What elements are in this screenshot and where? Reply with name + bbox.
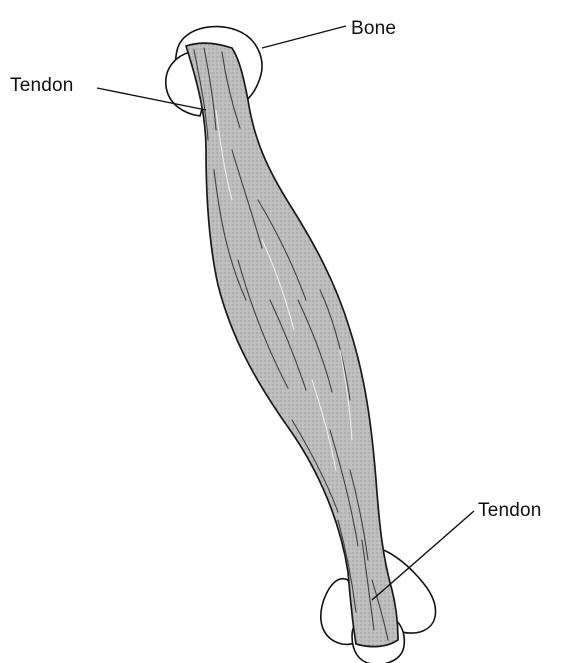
label-tendon-top: Tendon <box>10 75 74 96</box>
leader-bone <box>261 25 347 49</box>
muscle-belly <box>184 42 399 648</box>
leader-tendon-top <box>96 87 207 111</box>
leader-tendon-bottom <box>371 510 475 601</box>
label-bone: Bone <box>351 18 397 39</box>
label-tendon-bottom: Tendon <box>478 500 542 521</box>
muscle-fibers <box>193 47 389 641</box>
